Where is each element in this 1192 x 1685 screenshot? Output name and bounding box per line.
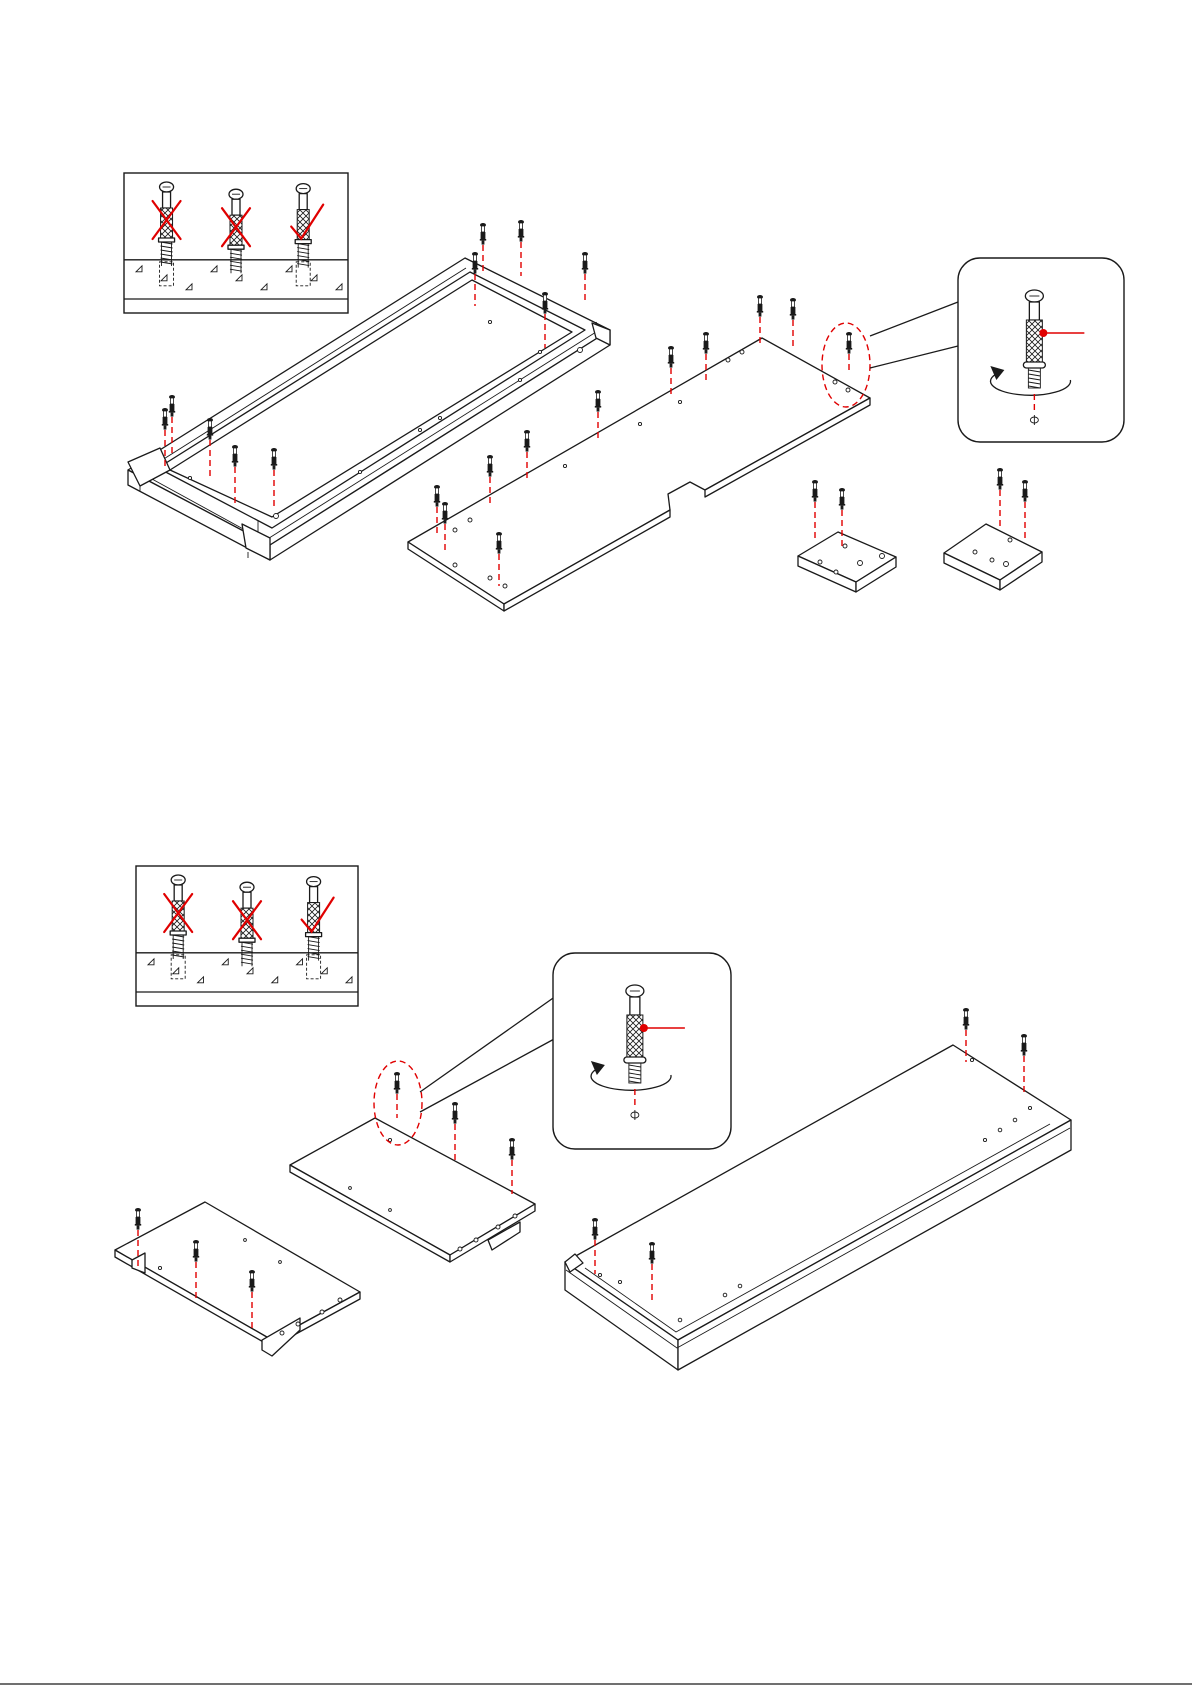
cam-bolt-icon xyxy=(452,1102,458,1162)
bolt-depth-inset xyxy=(136,866,358,1006)
callout-line-upper-2 xyxy=(870,346,958,368)
cam-bolt-detail-callout xyxy=(958,258,1124,442)
cam-bolt-icon xyxy=(997,468,1003,528)
small-block-a-part xyxy=(798,532,896,592)
cam-bolt-icon xyxy=(812,480,818,540)
cam-bolt-icon xyxy=(394,1072,400,1118)
small-block-b-part xyxy=(944,524,1042,590)
bolt-depth-inset xyxy=(124,173,348,313)
cam-bolt-icon xyxy=(790,298,796,350)
callout-line-upper xyxy=(870,302,958,336)
cam-bolt-icon xyxy=(846,332,852,374)
lower-assembly-step xyxy=(115,866,1071,1370)
left-panel-part xyxy=(115,1202,360,1356)
cam-bolt-icon xyxy=(518,220,524,276)
cam-bolt-icon xyxy=(1022,480,1028,540)
cam-bolt-icon xyxy=(1021,1034,1027,1092)
middle-panel-part xyxy=(290,1118,535,1262)
cam-bolt-icon xyxy=(509,1138,515,1194)
cam-bolt-icon xyxy=(582,252,588,302)
callout-line-lower-2 xyxy=(420,1038,556,1112)
upper-assembly-step xyxy=(124,173,1124,611)
cam-bolt-detail-callout xyxy=(553,953,731,1149)
callout-line-lower xyxy=(420,996,556,1092)
